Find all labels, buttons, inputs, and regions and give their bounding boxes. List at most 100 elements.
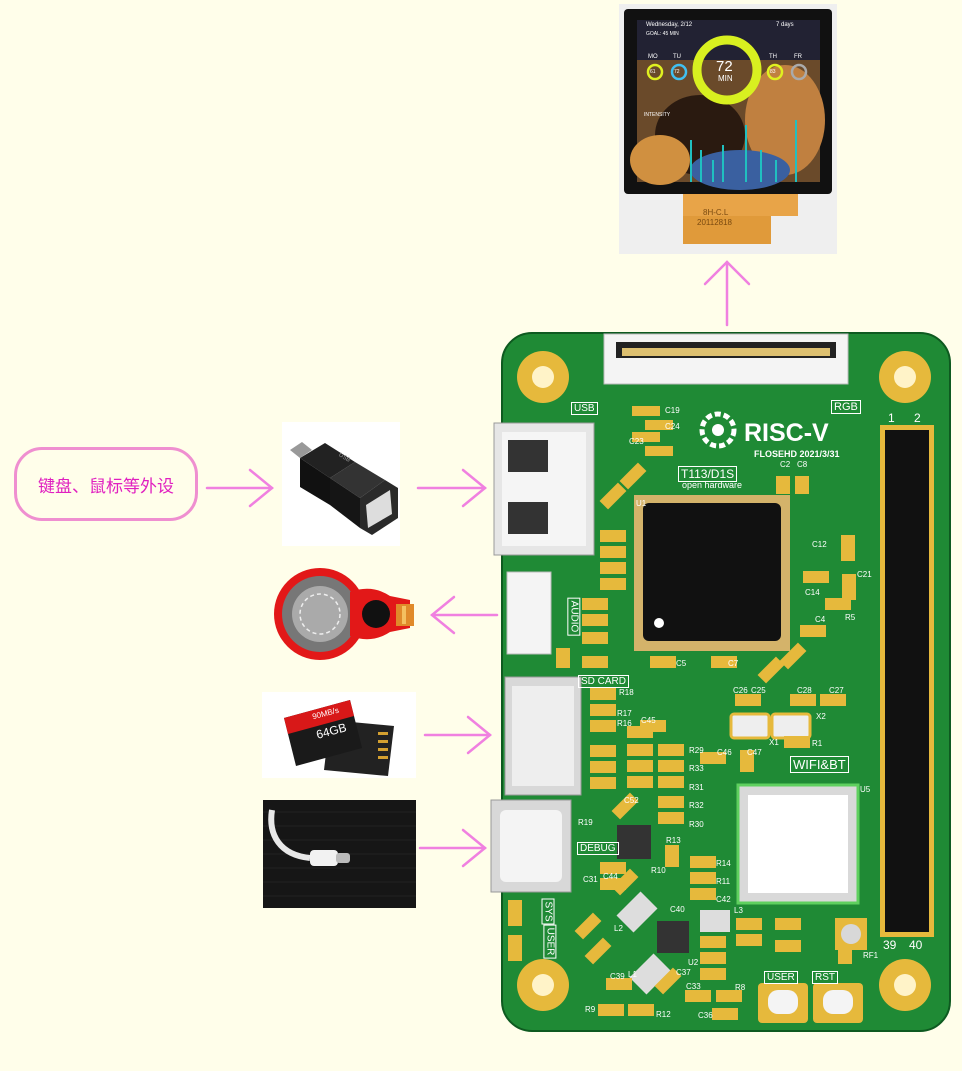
pcb-board <box>490 332 951 1032</box>
pcb-label-usb: USB <box>571 402 598 415</box>
pin-40-label: 40 <box>909 938 923 952</box>
ref-r33: R33 <box>689 764 704 773</box>
sd-card-image <box>262 692 416 778</box>
lcd-ring-unit: MIN <box>718 74 733 83</box>
lcd-ring-value: 72 <box>716 58 733 75</box>
lcd-days: 7 days <box>776 22 794 28</box>
ref-r13: R13 <box>666 836 681 845</box>
pcb-label-sd: SD CARD <box>578 675 630 688</box>
arrow-sd-to-slot <box>423 715 492 755</box>
lcd-flex-code: 20112818 <box>697 218 732 227</box>
ref-c33: C33 <box>686 982 701 991</box>
ref-c45: C45 <box>641 716 656 725</box>
ref-r9: R9 <box>585 1005 596 1014</box>
ref-c46: C46 <box>717 748 732 757</box>
ref-r1: R1 <box>812 739 823 748</box>
ref-u5: U5 <box>860 785 871 794</box>
pcb-brand: RISC-V <box>744 419 829 447</box>
ref-r30: R30 <box>689 820 704 829</box>
ref-c27: C27 <box>829 686 844 695</box>
arrow-audio-to-speaker <box>430 595 499 635</box>
pin-1-label: 1 <box>888 411 895 425</box>
arrow-cable-to-typec <box>418 828 487 868</box>
ref-c12: C12 <box>812 540 827 549</box>
ref-c7: C7 <box>728 659 739 668</box>
pcb-open-hardware: open hardware <box>682 480 743 490</box>
pcb-label-wifi: WIFI&BT <box>790 756 849 773</box>
arrow-pcb-to-lcd <box>703 260 751 327</box>
ref-r16: R16 <box>617 719 632 728</box>
lcd-goal: GOAL: 45 MIN <box>646 31 679 37</box>
ref-rf1: RF1 <box>863 951 879 960</box>
ref-c24: C24 <box>665 422 680 431</box>
pcb-label-audio: AUDIO <box>567 597 581 636</box>
lcd-date: Wednesday, 2/12 <box>646 22 693 28</box>
ref-c28: C28 <box>797 686 812 695</box>
ref-u2: U2 <box>688 958 699 967</box>
ref-u1: U1 <box>636 499 647 508</box>
ref-c40: C40 <box>670 905 685 914</box>
ref-c39: C39 <box>610 972 625 981</box>
lcd-intensity: INTENSITY <box>644 112 671 118</box>
pcb-label-reset-button: RST <box>812 971 838 984</box>
ref-c25: C25 <box>751 686 766 695</box>
ref-x2: X2 <box>816 712 826 721</box>
ref-r11: R11 <box>716 877 731 886</box>
ref-l3: L3 <box>734 906 743 915</box>
ref-c21: C21 <box>857 570 872 579</box>
ref-c4: C4 <box>815 615 826 624</box>
lcd-day-value: 83 <box>770 69 776 75</box>
ref-r29: R29 <box>689 746 704 755</box>
ref-r12: R12 <box>656 1010 671 1019</box>
ref-l1: L1 <box>628 970 637 979</box>
ref-c52: C52 <box>624 796 639 805</box>
ref-r5: R5 <box>845 613 856 622</box>
ref-c23: C23 <box>629 437 644 446</box>
lcd-module <box>619 4 837 254</box>
lcd-day-value: 61 <box>650 69 656 75</box>
ref-r31: R31 <box>689 783 704 792</box>
ref-x1: X1 <box>769 738 779 747</box>
lcd-day-label: MO <box>648 54 658 60</box>
ref-c42: C42 <box>716 895 731 904</box>
ref-c37: C37 <box>676 968 691 977</box>
arrow-callout-to-adapter <box>205 468 274 508</box>
ref-r18: R18 <box>619 688 634 697</box>
ref-c8: C8 <box>797 460 808 469</box>
pin-39-label: 39 <box>883 938 897 952</box>
ref-r32: R32 <box>689 801 704 810</box>
ref-c31: C31 <box>583 875 598 884</box>
ref-c36: C36 <box>698 1011 713 1020</box>
usb-c-cable-image <box>263 800 416 908</box>
ref-c44: C44 <box>603 872 618 881</box>
callout-text: 键盘、鼠标等外设 <box>38 476 174 496</box>
pcb-label-sys: SYS <box>541 898 555 925</box>
ref-c47: C47 <box>747 748 762 757</box>
speaker-image <box>274 568 414 660</box>
peripheral-callout: 键盘、鼠标等外设 <box>14 447 198 521</box>
ref-c14: C14 <box>805 588 820 597</box>
lcd-flex-code: 8H-C.L <box>703 208 729 217</box>
lcd-day-label: TU <box>673 54 681 60</box>
ref-r8: R8 <box>735 983 746 992</box>
pin-2-label: 2 <box>914 411 921 425</box>
pcb-soc-label: T113/D1S <box>678 466 738 482</box>
ref-c2: C2 <box>780 460 791 469</box>
ref-c19: C19 <box>665 406 680 415</box>
ref-r17: R17 <box>617 709 632 718</box>
pcb-label-user-led: USER <box>543 924 557 959</box>
pcb-label-debug: DEBUG <box>577 842 619 855</box>
ref-r10: R10 <box>651 866 666 875</box>
pcb-author: FLOSEHD 2021/3/31 <box>754 449 840 459</box>
lcd-day-value: 72 <box>674 69 680 75</box>
arrow-adapter-to-usb <box>416 468 487 508</box>
lcd-day-label: FR <box>794 54 802 60</box>
pcb-label-rgb: RGB <box>831 400 861 414</box>
ref-c26: C26 <box>733 686 748 695</box>
lcd-day-label: TH <box>769 54 777 60</box>
usb-adapter-image <box>282 422 400 546</box>
ref-c5: C5 <box>676 659 687 668</box>
ref-r19: R19 <box>578 818 593 827</box>
pcb-label-user-button: USER <box>764 971 798 984</box>
